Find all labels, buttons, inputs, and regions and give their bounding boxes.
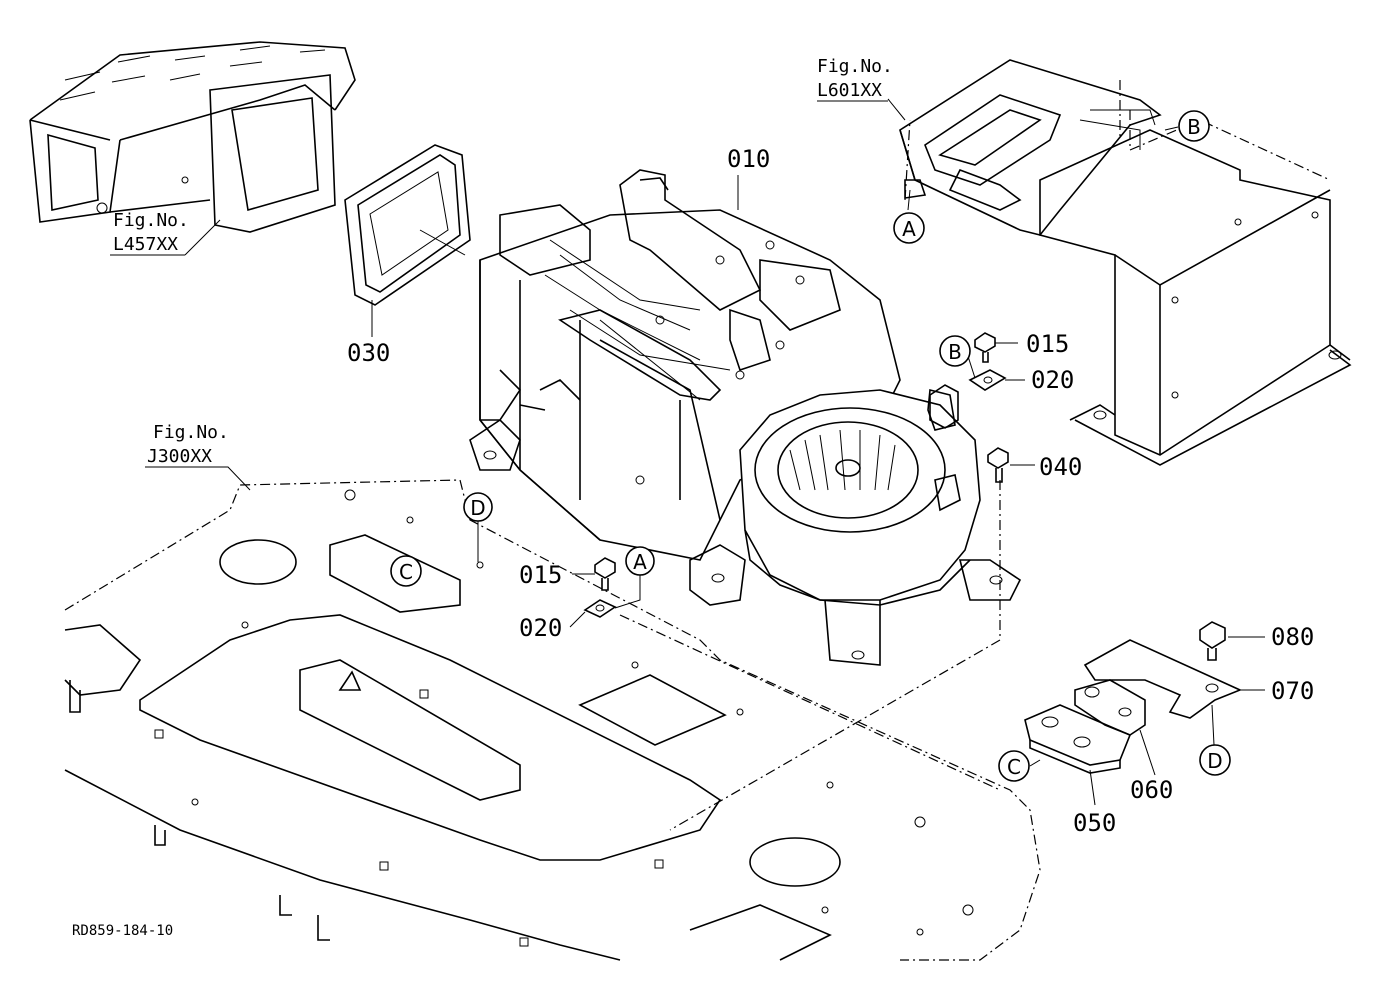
duct-gasket-030	[344, 144, 471, 306]
floor-plate	[64, 479, 1041, 961]
part-label-060: 060	[1130, 776, 1173, 804]
callout-c-plate: C	[390, 555, 422, 587]
part-label-020-left: 020	[519, 614, 562, 642]
fig-ref-l601-bottom: L601XX	[817, 80, 882, 101]
callout-a-mid: A	[625, 546, 655, 576]
bolt-040	[987, 447, 1009, 483]
callout-d-bottom: D	[1199, 744, 1231, 776]
drawing-reference-number: RD859-184-10	[72, 923, 173, 939]
callout-b-mid: B	[939, 335, 971, 367]
part-label-010: 010	[727, 145, 770, 173]
callout-d-bottom-letter: D	[1207, 749, 1222, 773]
clip-020-left	[583, 599, 617, 618]
callout-a-mid-letter: A	[633, 550, 647, 574]
callout-c-bottom-letter: C	[1007, 755, 1021, 779]
callout-c-plate-letter: C	[399, 560, 413, 584]
part-label-070: 070	[1271, 677, 1314, 705]
blower-fan	[739, 388, 1022, 666]
part-label-080: 080	[1271, 623, 1314, 651]
part-label-040: 040	[1039, 453, 1082, 481]
callout-d-plate-letter: D	[470, 496, 485, 520]
part-label-015-left: 015	[519, 561, 562, 589]
air-duct-l601	[899, 59, 1162, 236]
callout-d-plate: D	[463, 492, 493, 522]
part-label-030: 030	[347, 339, 390, 367]
callout-b-top-letter: B	[1187, 115, 1201, 139]
bolt-080	[1199, 621, 1226, 661]
bolt-015-top	[974, 332, 996, 363]
bracket-070	[1083, 639, 1243, 719]
air-duct-l457	[29, 41, 356, 233]
plate-050	[1024, 704, 1132, 774]
callout-b-top: B	[1178, 110, 1210, 142]
fig-ref-l601-top: Fig.No.	[817, 56, 893, 77]
fig-ref-l457-top: Fig.No.	[113, 210, 189, 231]
fig-ref-j300-top: Fig.No.	[153, 422, 229, 443]
callout-a-top: A	[893, 212, 925, 244]
callout-a-top-letter: A	[902, 217, 916, 241]
bracket-060	[1074, 679, 1146, 736]
part-label-050: 050	[1073, 809, 1116, 837]
leader-lines	[110, 98, 1265, 831]
fitting-b-block	[929, 384, 959, 429]
equipment-cabinet	[1039, 80, 1352, 466]
clip-020-top	[968, 369, 1007, 391]
callout-c-bottom: C	[998, 750, 1030, 782]
bolt-015-left	[594, 557, 616, 591]
part-label-015-top: 015	[1026, 330, 1069, 358]
fig-ref-l457-bottom: L457XX	[113, 234, 178, 255]
part-label-020-top: 020	[1031, 366, 1074, 394]
fig-ref-j300-bottom: J300XX	[147, 446, 212, 467]
callout-b-mid-letter: B	[948, 340, 962, 364]
